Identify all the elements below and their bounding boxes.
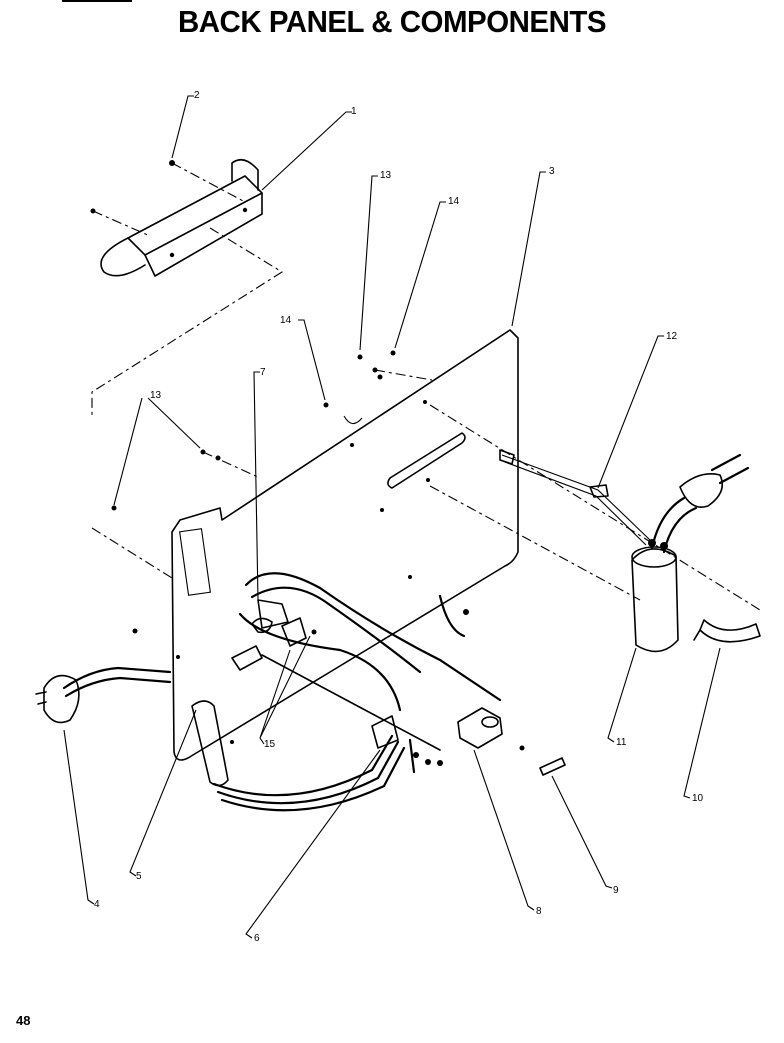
callout-11: 11 xyxy=(607,647,637,748)
callout-label-5: 5 xyxy=(136,871,142,882)
capacitor-strap xyxy=(693,619,761,643)
callout-label-13b: 13 xyxy=(150,390,162,401)
callout-label-13a: 13 xyxy=(380,170,392,181)
callout-7: 7 xyxy=(253,367,266,601)
top-bracket xyxy=(100,158,263,277)
callout-label-10: 10 xyxy=(692,793,704,804)
callout-label-14a: 14 xyxy=(448,196,460,207)
callout-12: 12 xyxy=(597,331,678,489)
switch-assembly xyxy=(231,594,469,751)
callout-8: 8 xyxy=(473,749,542,917)
callout-15: 15 xyxy=(259,635,311,750)
callout-1: 1 xyxy=(261,106,357,191)
page-number: 48 xyxy=(16,1013,31,1028)
bolt-9 xyxy=(539,757,566,776)
back-panel xyxy=(171,329,519,761)
callout-label-11: 11 xyxy=(616,737,627,748)
callout-label-9: 9 xyxy=(613,885,619,896)
page-title: BACK PANEL & COMPONENTS xyxy=(177,4,607,39)
callout-4: 4 xyxy=(63,729,100,910)
callout-2: 2 xyxy=(171,90,200,159)
callout-13b: 13 xyxy=(113,390,201,506)
terminal-block-8 xyxy=(457,707,525,751)
power-cord xyxy=(35,666,172,724)
callout-label-6: 6 xyxy=(254,933,260,944)
wire-harness xyxy=(191,572,502,812)
callout-14a: 14 xyxy=(394,196,460,349)
callout-label-7: 7 xyxy=(260,367,266,378)
screws-13-14 xyxy=(111,350,433,634)
callout-label-3: 3 xyxy=(549,166,555,177)
callout-label-2: 2 xyxy=(194,90,200,101)
capacitor-wiring xyxy=(499,449,750,554)
callout-6: 6 xyxy=(245,749,381,944)
callout-5: 5 xyxy=(129,709,197,882)
callout-13a: 13 xyxy=(359,170,392,351)
callout-9: 9 xyxy=(551,775,619,896)
callout-label-1: 1 xyxy=(351,106,357,117)
capacitor xyxy=(631,539,679,653)
callout-10: 10 xyxy=(683,647,721,804)
callout-label-4: 4 xyxy=(94,899,100,910)
top-rule xyxy=(62,0,132,2)
callout-label-14b: 14 xyxy=(280,315,292,326)
callout-label-8: 8 xyxy=(536,906,542,917)
callout-label-15: 15 xyxy=(264,739,276,750)
callout-label-12: 12 xyxy=(666,331,678,342)
callout-3: 3 xyxy=(511,166,555,327)
callout-14b: 14 xyxy=(280,315,326,401)
